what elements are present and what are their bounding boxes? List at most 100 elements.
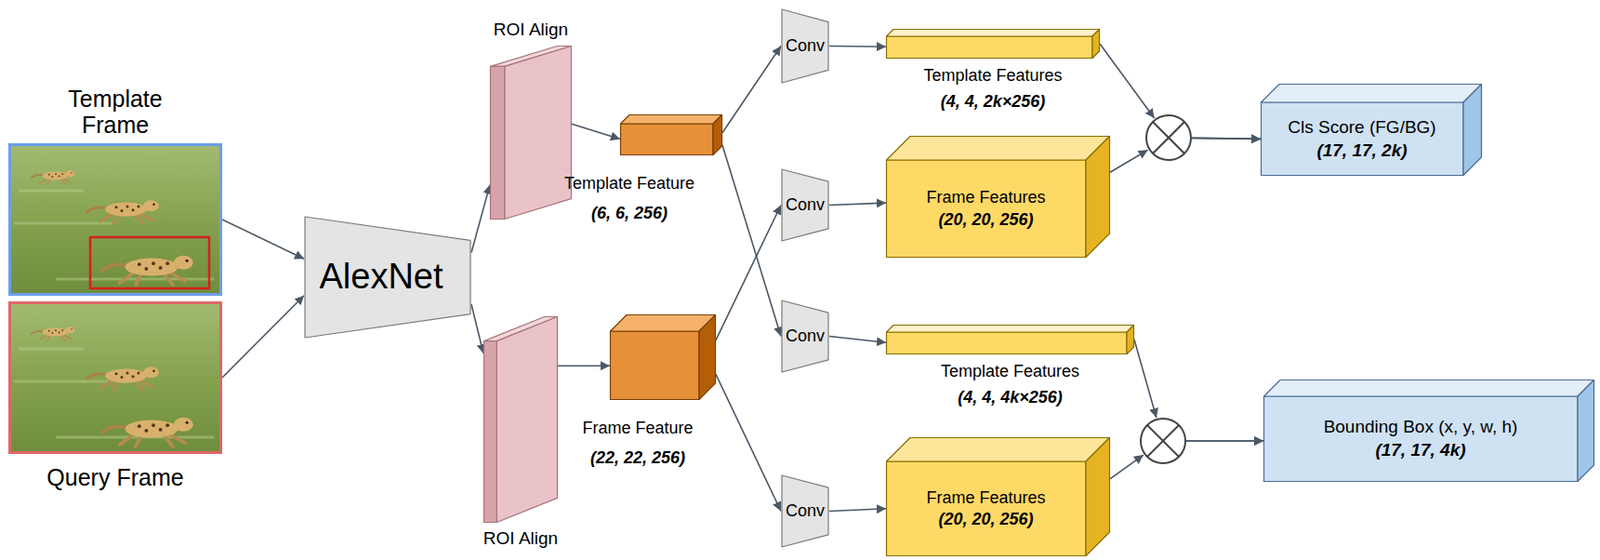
output-block: Cls Score (FG/BG)(17, 17, 2k) (1260, 83, 1482, 176)
dimension-label: (17, 17, 4k) (1375, 438, 1466, 463)
arrow-connector (829, 336, 886, 344)
node-outline (620, 114, 723, 156)
label-group: Query Frame (40, 463, 190, 491)
connector-line (715, 373, 781, 511)
node-outline (489, 45, 572, 220)
arrow-connector (1110, 137, 1261, 172)
connector-line (1186, 439, 1264, 442)
feature-block: Frame Features(20, 20, 256) (885, 436, 1111, 556)
roi-align-layer: ROI Align (489, 45, 572, 220)
connector-line (829, 202, 886, 205)
arrow-connector (571, 123, 621, 139)
connector-line (1191, 137, 1261, 139)
node-label: Frame Features (925, 487, 1045, 509)
dimension-label: (6, 6, 256) (536, 198, 723, 228)
feature-block: Frame Features(20, 20, 256) (885, 135, 1111, 258)
label-group: Frame Features(20, 20, 256) (885, 159, 1086, 258)
dimension-label: (20, 20, 256) (938, 508, 1033, 530)
node-label: ROI Align (483, 528, 558, 549)
node-label: Bounding Box (x, y, w, h) (1323, 415, 1519, 439)
node-label: Query Frame (40, 463, 190, 491)
node-outline (609, 314, 716, 400)
backbone-network: AlexNet (304, 215, 472, 339)
arrow-connector (222, 219, 305, 259)
dimension-label: (4, 4, 2k×256) (923, 88, 1062, 115)
node-label: Cls Score (FG/BG) (1287, 116, 1436, 140)
node-label: AlexNet (318, 253, 443, 300)
connector-line (222, 295, 305, 378)
connector-line (571, 123, 621, 139)
node-label: Template Features (923, 62, 1062, 89)
node-label: Conv (785, 500, 825, 522)
label-group: AlexNet (304, 215, 472, 339)
multiply-symbol (1140, 418, 1186, 463)
node-outline (483, 316, 558, 523)
connector-line (471, 185, 490, 253)
arrow-connector (222, 295, 305, 378)
conv-layer: Conv (780, 168, 830, 242)
template-frame: Template Frame (8, 143, 223, 296)
multiply-symbol (1146, 115, 1191, 160)
conv-layer: Conv (780, 474, 830, 548)
feature-block: Template Feature(6, 6, 256) (620, 114, 723, 156)
label-group: Conv (780, 168, 830, 242)
arrow-connector (722, 46, 781, 133)
node-label: Template Features (940, 357, 1080, 384)
label-group: Bounding Box (x, y, w, h)(17, 17, 4k) (1263, 396, 1578, 482)
label-group: Conv (780, 474, 830, 548)
connector-line (1110, 454, 1144, 479)
dimension-label: (22, 22, 256) (544, 442, 731, 473)
connector-line (829, 45, 886, 48)
connector-line (557, 364, 610, 367)
connector-line (471, 304, 484, 354)
dimension-label: (4, 4, 4k×256) (940, 383, 1080, 410)
arrow-connector (471, 304, 484, 354)
connector-line (829, 508, 886, 512)
kernel-bar: Template Features(4, 4, 2k×256) (885, 28, 1100, 59)
connector-line (1134, 339, 1157, 418)
connector-line (222, 219, 305, 259)
arrow-connector (829, 508, 886, 512)
node-label: Conv (785, 325, 825, 347)
output-block: Bounding Box (x, y, w, h)(17, 17, 4k) (1263, 379, 1595, 482)
node-outline (885, 324, 1135, 355)
label-group: Template Frame (40, 85, 190, 140)
arrow-connector (557, 365, 610, 367)
connector-line (1186, 439, 1264, 442)
arrow-connector (829, 202, 886, 205)
label-group: Template Features(4, 4, 2k×256) (923, 62, 1062, 115)
arrow-connector (1110, 440, 1264, 479)
node-label: Template Feature (536, 168, 723, 199)
label-group: ROI Align (483, 528, 558, 549)
label-group: Template Feature(6, 6, 256) (536, 168, 723, 228)
arrow-connector (715, 373, 781, 511)
label-group: Conv (780, 8, 830, 84)
kernel-bar: Template Features(4, 4, 4k×256) (885, 324, 1135, 355)
node-label: Frame Features (925, 186, 1045, 209)
arrow-connector (1134, 339, 1264, 441)
arrow-connector (829, 45, 886, 48)
node-label: Conv (785, 194, 825, 216)
node-outline (885, 28, 1100, 59)
node-label: Template Frame (40, 85, 190, 140)
conv-layer: Conv (780, 8, 830, 84)
connector-line (715, 205, 781, 341)
label-group: Frame Feature(22, 22, 256) (544, 412, 731, 473)
node-label: Conv (785, 35, 825, 57)
node-label: ROI Align (493, 19, 569, 40)
dimension-label: (20, 20, 256) (938, 209, 1033, 231)
label-group: Template Features(4, 4, 4k×256) (940, 357, 1080, 410)
arrow-connector (1099, 43, 1261, 139)
conv-layer: Conv (780, 299, 830, 373)
arrow-connector (715, 205, 781, 341)
node-label: Frame Feature (544, 412, 731, 443)
connector-line (722, 46, 781, 133)
dimension-label: (17, 17, 2k) (1316, 139, 1407, 163)
arrow-connector (471, 185, 490, 253)
label-group: Cls Score (FG/BG)(17, 17, 2k) (1260, 102, 1464, 176)
connector-line (1191, 137, 1261, 139)
connector-line (1099, 43, 1155, 119)
connector-line (1110, 149, 1149, 172)
label-group: ROI Align (493, 19, 569, 40)
label-group: Conv (780, 299, 830, 373)
